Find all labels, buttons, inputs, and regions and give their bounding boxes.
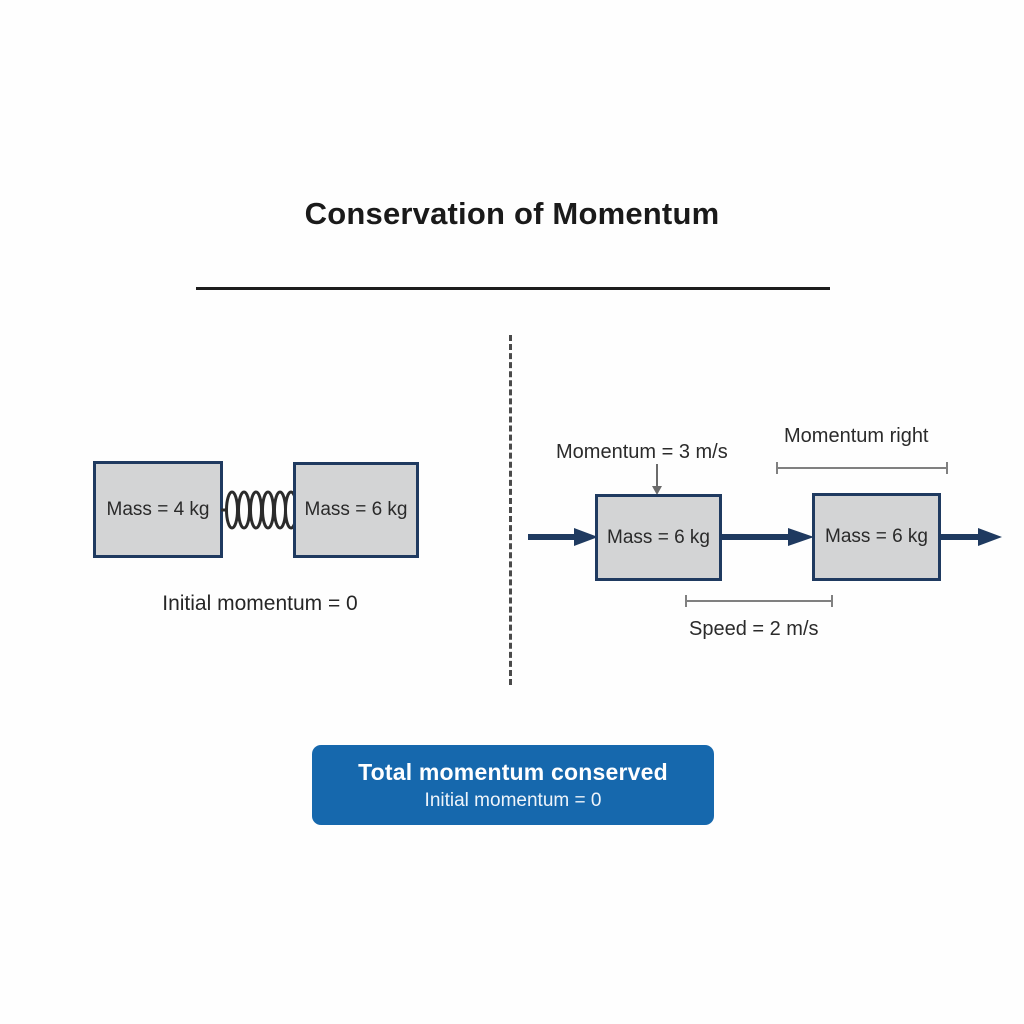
banner-subtitle: Initial momentum = 0 [424,789,602,811]
arrow-right-icon-2 [722,528,814,546]
spring-coil-icon [221,490,295,530]
mass-box-right-b-label: Mass = 6 kg [825,526,928,547]
mass-box-right-a: Mass = 6 kg [595,494,722,581]
arrow-right-icon-3 [940,528,1002,546]
mass-box-right-a-label: Mass = 6 kg [607,526,710,548]
arrow-right-icon-1 [528,528,598,546]
speed-measure-bracket [685,595,833,607]
mass-box-left-a: Mass = 4 kg [93,461,223,558]
speed-value-label: Speed = 2 m/s [689,618,819,640]
mass-box-left-b-label: Mass = 6 kg [304,499,408,520]
momentum-value-label: Momentum = 3 m/s [556,441,728,463]
page-title: Conservation of Momentum [304,196,720,231]
arrow-down-icon [652,464,662,495]
mass-box-right-b: Mass = 6 kg [812,493,941,581]
left-scene-caption: Initial momentum = 0 [162,592,358,615]
mass-box-left-a-label: Mass = 4 kg [106,498,210,520]
title-divider-rule [196,287,830,290]
conclusion-banner: Total momentum conserved Initial momentu… [312,745,714,825]
banner-title: Total momentum conserved [358,758,668,785]
scene-divider-dashed-line [509,335,512,685]
mass-box-left-b: Mass = 6 kg [293,462,419,558]
momentum-right-label: Momentum right [784,425,929,447]
momentum-right-measure-bracket [776,462,948,474]
